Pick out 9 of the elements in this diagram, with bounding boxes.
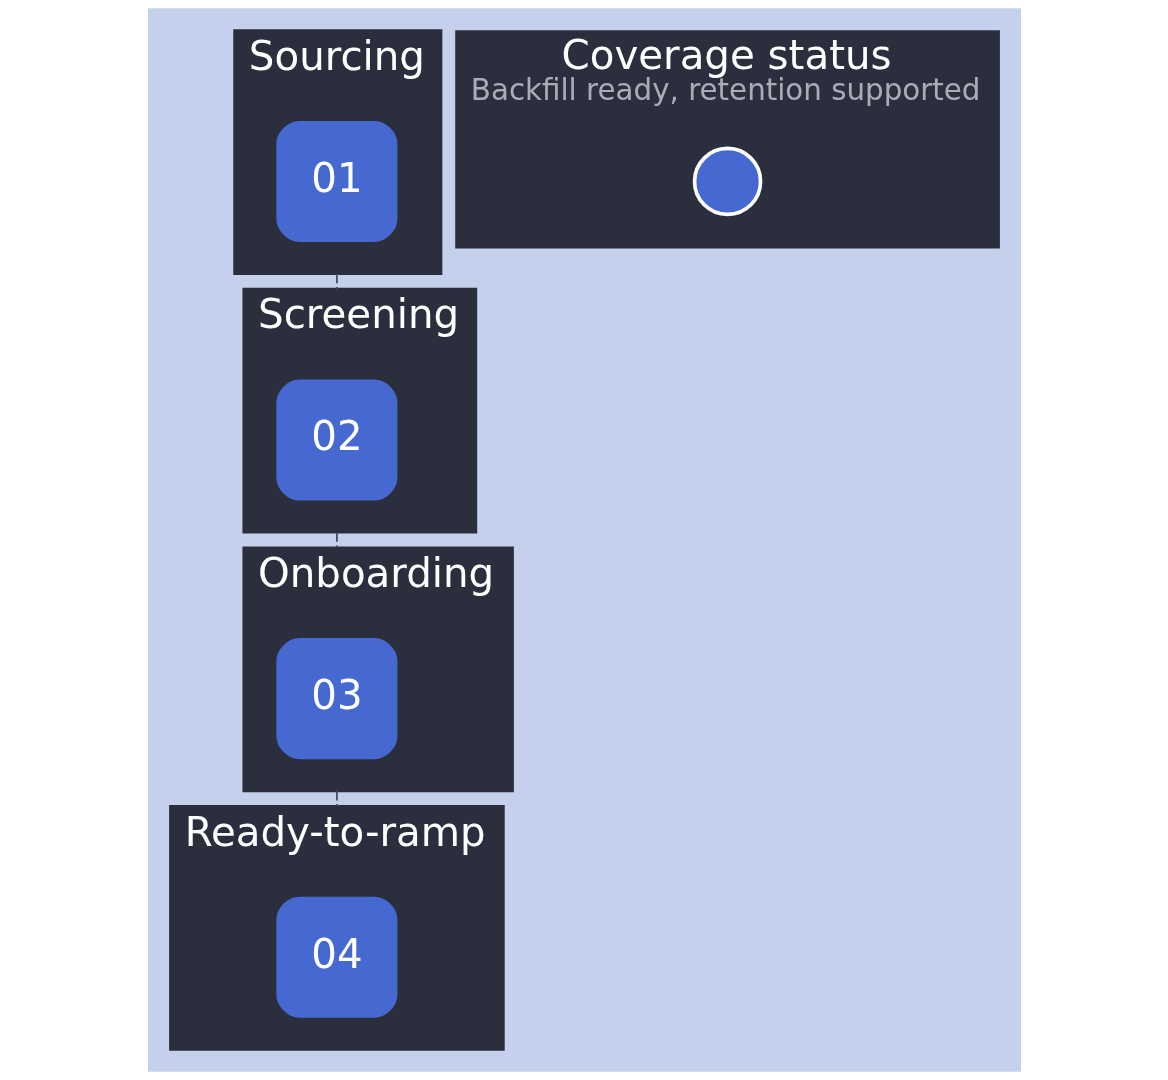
node-box: 04 bbox=[275, 896, 397, 1018]
connector bbox=[335, 790, 338, 807]
node-circle bbox=[692, 146, 762, 217]
cluster: Coverage status Backfill ready, retention supported bbox=[454, 30, 1000, 249]
node-box: 03 bbox=[275, 638, 397, 760]
node-box: 01 bbox=[275, 120, 397, 242]
connector bbox=[335, 273, 338, 290]
node-box: 02 bbox=[275, 379, 397, 501]
connector bbox=[335, 531, 338, 549]
